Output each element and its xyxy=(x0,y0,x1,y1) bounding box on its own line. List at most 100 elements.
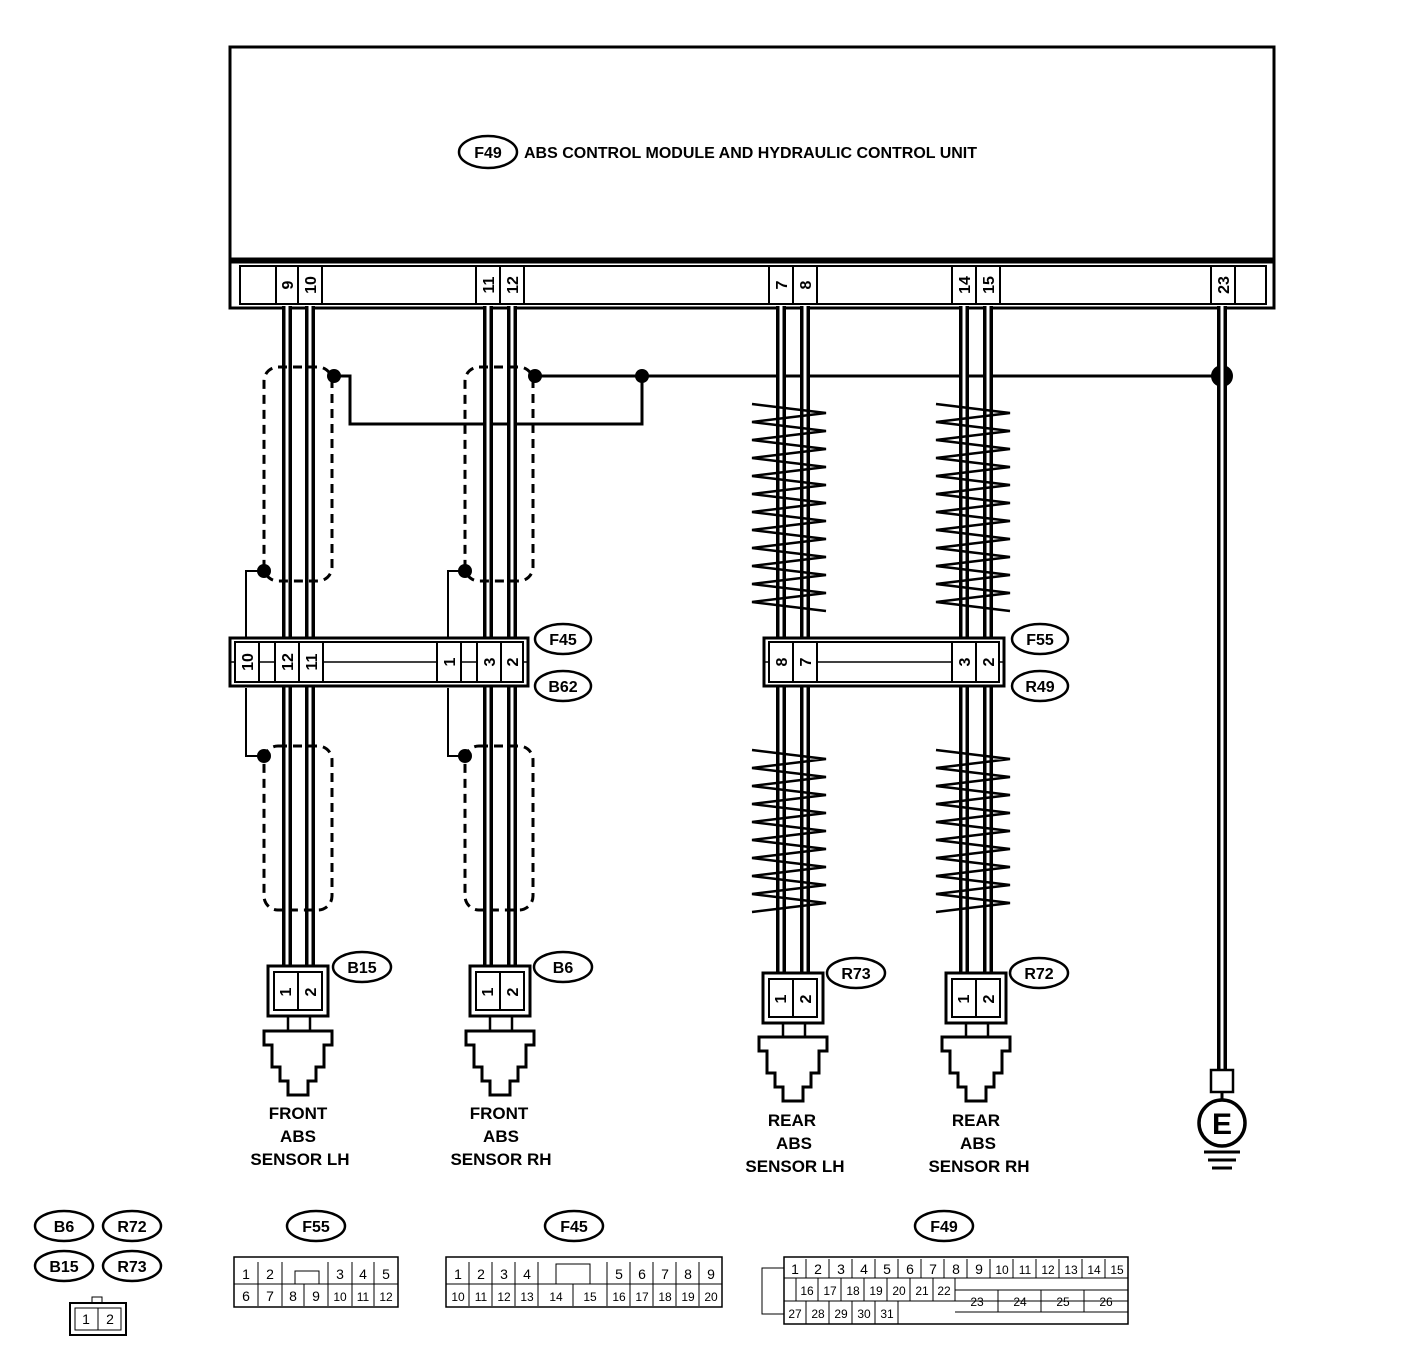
svg-text:B62: B62 xyxy=(548,679,577,696)
connector-pin: 2 xyxy=(975,641,1000,683)
svg-text:ABS: ABS xyxy=(776,1134,812,1153)
svg-text:17: 17 xyxy=(823,1284,837,1298)
svg-text:13: 13 xyxy=(1064,1263,1078,1277)
rear-lh-twist-upper xyxy=(751,402,827,613)
shield-ground-bus xyxy=(327,365,1233,426)
connector-code-b15: B15 xyxy=(331,950,393,984)
svg-text:B15: B15 xyxy=(49,1259,78,1276)
svg-text:29: 29 xyxy=(834,1307,848,1321)
svg-text:9: 9 xyxy=(975,1261,983,1277)
svg-text:8: 8 xyxy=(798,280,815,289)
module-pin: 23 xyxy=(1210,265,1236,305)
svg-text:ABS: ABS xyxy=(280,1127,316,1146)
svg-text:21: 21 xyxy=(915,1284,929,1298)
module-code: F49 xyxy=(474,145,502,162)
module-code-badge xyxy=(457,134,519,170)
svg-text:11: 11 xyxy=(481,276,498,293)
connector-code-f45: F45 xyxy=(533,622,593,656)
module-pin: 8 xyxy=(792,265,818,305)
connector-code-b6: B6 xyxy=(532,950,594,984)
svg-text:1: 1 xyxy=(442,657,459,666)
svg-text:15: 15 xyxy=(981,276,998,294)
svg-text:3: 3 xyxy=(336,1266,344,1282)
svg-text:SENSOR LH: SENSOR LH xyxy=(250,1150,349,1169)
svg-text:1: 1 xyxy=(242,1266,250,1282)
svg-text:14: 14 xyxy=(957,276,974,294)
svg-text:10: 10 xyxy=(240,653,257,671)
svg-text:18: 18 xyxy=(658,1290,672,1304)
svg-text:11: 11 xyxy=(1019,1263,1032,1277)
module-pin: 12 xyxy=(499,265,525,305)
module-pin: 15 xyxy=(975,265,1001,305)
svg-text:4: 4 xyxy=(523,1266,531,1282)
svg-text:3: 3 xyxy=(837,1261,845,1277)
svg-text:SENSOR LH: SENSOR LH xyxy=(745,1157,844,1176)
svg-text:7: 7 xyxy=(774,280,791,289)
svg-text:12: 12 xyxy=(505,276,522,294)
legend-f55: F55 1 2 3 4 5 6 7 8 9 10 11 12 xyxy=(233,1209,399,1308)
svg-text:B6: B6 xyxy=(54,1219,75,1236)
svg-text:12: 12 xyxy=(497,1290,511,1304)
svg-text:5: 5 xyxy=(615,1266,623,1282)
svg-text:F45: F45 xyxy=(549,632,577,649)
sensor-front-lh: 1 2 FRONT ABS SENSOR LH xyxy=(250,964,350,1169)
svg-text:F49: F49 xyxy=(930,1219,958,1236)
svg-text:14: 14 xyxy=(1087,1263,1101,1277)
sensor-rear-rh: 1 2 REAR ABS SENSOR RH xyxy=(928,971,1030,1176)
ground-symbol: E xyxy=(1197,1068,1247,1170)
svg-text:ABS: ABS xyxy=(483,1127,519,1146)
svg-text:2: 2 xyxy=(477,1266,485,1282)
module-pin: 7 xyxy=(768,265,794,305)
connector-pin: 7 xyxy=(792,641,818,683)
svg-text:26: 26 xyxy=(1099,1295,1113,1309)
svg-text:30: 30 xyxy=(857,1307,871,1321)
front-rh-shield-upper xyxy=(447,365,535,640)
connector-pin: 3 xyxy=(951,641,977,683)
svg-text:3: 3 xyxy=(482,657,499,666)
svg-text:FRONT: FRONT xyxy=(269,1104,328,1123)
svg-text:20: 20 xyxy=(892,1284,906,1298)
svg-text:2: 2 xyxy=(981,994,998,1003)
svg-text:1: 1 xyxy=(791,1261,799,1277)
svg-text:15: 15 xyxy=(583,1290,597,1304)
connector-code-r73: R73 xyxy=(825,956,887,990)
svg-text:16: 16 xyxy=(800,1284,814,1298)
svg-text:10: 10 xyxy=(451,1290,465,1304)
svg-text:1: 1 xyxy=(773,994,790,1003)
sensor-rear-lh: 1 2 REAR ABS SENSOR LH xyxy=(745,971,845,1176)
svg-text:9: 9 xyxy=(312,1288,320,1304)
svg-text:2: 2 xyxy=(505,657,522,666)
svg-text:11: 11 xyxy=(304,653,321,670)
svg-text:23: 23 xyxy=(1216,276,1233,294)
svg-text:1: 1 xyxy=(454,1266,462,1282)
sensor-front-rh: 1 2 FRONT ABS SENSOR RH xyxy=(450,964,552,1169)
svg-text:23: 23 xyxy=(970,1295,984,1309)
svg-text:7: 7 xyxy=(929,1261,937,1277)
front-lh-shield-upper xyxy=(245,365,334,640)
module-pin: 10 xyxy=(297,265,323,305)
svg-text:17: 17 xyxy=(635,1290,649,1304)
svg-text:R49: R49 xyxy=(1025,679,1054,696)
svg-text:27: 27 xyxy=(788,1307,802,1321)
connector-pin: 11 xyxy=(298,641,324,683)
rear-lh-twist-lower xyxy=(751,748,827,914)
svg-text:4: 4 xyxy=(359,1266,367,1282)
svg-text:F55: F55 xyxy=(1026,632,1054,649)
svg-text:14: 14 xyxy=(549,1290,563,1304)
svg-text:9: 9 xyxy=(707,1266,715,1282)
rear-rh-twist-upper xyxy=(935,402,1011,613)
svg-text:2: 2 xyxy=(266,1266,274,1282)
connector-pin: 1 xyxy=(436,641,462,683)
svg-text:R72: R72 xyxy=(117,1219,146,1236)
svg-text:13: 13 xyxy=(520,1290,534,1304)
rear-rh-twist-lower xyxy=(935,748,1011,914)
svg-text:10: 10 xyxy=(333,1290,347,1304)
connector-pin: 8 xyxy=(768,641,794,683)
svg-text:11: 11 xyxy=(357,1290,370,1304)
svg-text:11: 11 xyxy=(475,1290,488,1304)
svg-text:6: 6 xyxy=(242,1288,250,1304)
svg-text:18: 18 xyxy=(846,1284,860,1298)
connector-pin: 10 xyxy=(234,641,260,683)
svg-text:22: 22 xyxy=(937,1284,951,1298)
